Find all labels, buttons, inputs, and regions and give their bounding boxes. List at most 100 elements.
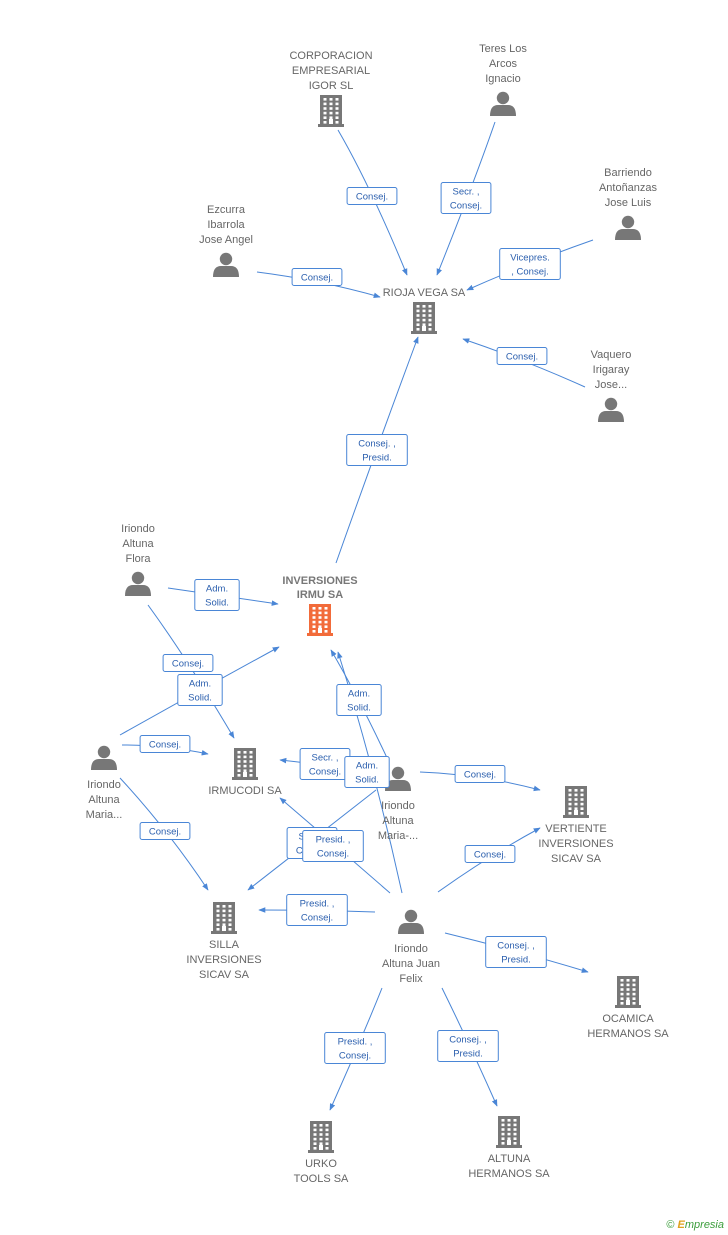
node-label: SILLA xyxy=(209,939,240,951)
person-icon xyxy=(385,766,411,791)
building-icon xyxy=(308,1121,334,1153)
building-icon-highlighted xyxy=(307,604,333,636)
person-icon xyxy=(398,909,424,934)
node-urko[interactable]: URKO TOOLS SA xyxy=(294,1121,349,1185)
edge-label-box[interactable]: Consej. xyxy=(454,765,506,783)
node-label: CORPORACION xyxy=(289,50,372,62)
node-rioja[interactable]: RIOJA VEGA SA xyxy=(383,287,466,334)
person-icon xyxy=(213,252,239,277)
person-icon xyxy=(490,91,516,116)
edge-label-box[interactable]: Presid. , Consej. xyxy=(302,830,364,862)
edge-label-text: Consej. xyxy=(464,770,496,781)
node-label: Iriondo xyxy=(394,943,428,955)
edge-label-text: Presid. xyxy=(362,453,392,464)
edge-label-box[interactable]: Presid. , Consej. xyxy=(324,1032,386,1064)
node-altuna[interactable]: ALTUNA HERMANOS SA xyxy=(468,1116,550,1180)
node-corporacion[interactable]: CORPORACION EMPRESARIAL IGOR SL xyxy=(289,50,373,127)
node-label: RIOJA VEGA SA xyxy=(383,287,466,299)
edge-label-text: Adm. xyxy=(206,584,228,595)
brand-name: mpresia xyxy=(684,1219,724,1231)
edge-label-box[interactable]: Adm.Solid. xyxy=(177,674,223,706)
node-label: IGOR SL xyxy=(309,80,354,92)
edge-label-box[interactable]: Consej. xyxy=(139,822,191,840)
edge-label-box[interactable]: Secr. ,Consej. xyxy=(440,182,492,214)
edge-label-box[interactable]: Adm.Solid. xyxy=(336,684,382,716)
node-label: Iriondo xyxy=(381,800,415,812)
node-label: Teres Los xyxy=(479,43,527,55)
node-label: Antoñanzas xyxy=(599,182,658,194)
edge-label-box[interactable]: Secr. ,Consej. xyxy=(299,748,351,780)
edge-label-text: Presid. , xyxy=(300,899,335,910)
edge-label-box[interactable]: Consej. ,Presid. xyxy=(437,1030,499,1062)
edge-label-text: Consej. xyxy=(317,849,349,860)
edge-label-box[interactable]: Adm.Solid. xyxy=(344,756,390,788)
edge-label-text: Consej. xyxy=(339,1051,371,1062)
edge-label-text: Consej. xyxy=(172,659,204,670)
node-label: Maria... xyxy=(86,809,123,821)
node-label: Altuna xyxy=(88,794,120,806)
node-label: Iriondo xyxy=(87,779,121,791)
person-icon xyxy=(91,745,117,770)
edge-label-box[interactable]: Consej. xyxy=(464,845,516,863)
node-label: IRMUCODI SA xyxy=(208,785,282,797)
brand-initial: E xyxy=(677,1219,685,1231)
node-irmucodi[interactable]: IRMUCODI SA xyxy=(208,748,282,797)
edge-label-text: Secr. , xyxy=(453,187,480,198)
edge-label-text: Solid. xyxy=(355,775,379,786)
node-label: EMPRESARIAL xyxy=(292,65,370,77)
edge-label-text: Consej. xyxy=(506,352,538,363)
node-label: Altuna Juan xyxy=(382,958,440,970)
node-label: Jose Angel xyxy=(199,234,253,246)
edge-label-box[interactable]: Consej. xyxy=(496,347,548,365)
node-label: URKO xyxy=(305,1158,337,1170)
edge-label-box[interactable]: Consej. xyxy=(346,187,398,205)
node-label: ALTUNA xyxy=(488,1153,531,1165)
edge-label-box[interactable]: Consej. ,Presid. xyxy=(346,434,408,466)
node-label: HERMANOS SA xyxy=(468,1168,550,1180)
edge-label-box[interactable]: Vicepres. , Consej. xyxy=(499,248,561,280)
footer-brand[interactable]: ©Empresia xyxy=(666,1219,724,1231)
building-icon xyxy=(563,786,589,818)
edge-label-box[interactable]: Consej. xyxy=(291,268,343,286)
node-label: Irigaray xyxy=(593,364,630,376)
edge-label-box[interactable]: Consej. xyxy=(162,654,214,672)
edge-label-text: Consej. xyxy=(301,913,333,924)
edge-label-text: Consej. , xyxy=(497,941,535,952)
nodes-layer: CORPORACION EMPRESARIAL IGOR SL Teres LosAr… xyxy=(86,43,670,1185)
node-vaquero[interactable]: VaqueroIrigarayJose... xyxy=(591,349,632,422)
building-icon xyxy=(496,1116,522,1148)
node-label: Felix xyxy=(399,973,423,985)
edge-label-text: Presid. , xyxy=(316,835,351,846)
edge-label-text: Consej. xyxy=(301,273,333,284)
node-label: Altuna xyxy=(382,815,414,827)
edge-label-text: , Consej. xyxy=(511,267,549,278)
edge-label-text: Vicepres. xyxy=(510,253,549,264)
edge-label-box[interactable]: Consej. xyxy=(139,735,191,753)
building-icon xyxy=(411,302,437,334)
edge-label-box[interactable]: Presid. , Consej. xyxy=(286,894,348,926)
node-label: Barriendo xyxy=(604,167,652,179)
edge-label-text: Presid. , xyxy=(338,1037,373,1048)
node-label: TOOLS SA xyxy=(294,1173,349,1185)
edge-label-box[interactable]: Consej. ,Presid. xyxy=(485,936,547,968)
node-label: Ignacio xyxy=(485,73,520,85)
edge-label-box[interactable]: Adm.Solid. xyxy=(194,579,240,611)
edge-label-text: Consej. xyxy=(356,192,388,203)
building-icon xyxy=(615,976,641,1008)
node-label: Jose... xyxy=(595,379,627,391)
node-maria1[interactable]: IriondoAltunaMaria... xyxy=(86,745,123,821)
node-maria2[interactable]: IriondoAltunaMaria-... xyxy=(378,766,418,842)
person-icon xyxy=(598,397,624,422)
node-label: OCAMICA xyxy=(602,1013,654,1025)
node-label: SICAV SA xyxy=(551,853,602,865)
